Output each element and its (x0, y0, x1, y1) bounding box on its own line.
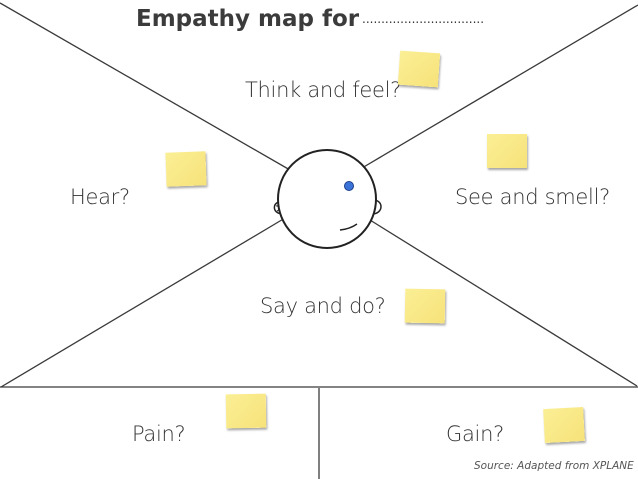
sticky-note-pain[interactable] (225, 393, 267, 429)
sticky-note-hear[interactable] (165, 151, 207, 187)
source-credit: Source: Adapted from XPLANE (474, 460, 634, 472)
divider-bottom-left (0, 217, 286, 388)
divider-top-left (0, 2, 291, 171)
divider-bottom-right (369, 219, 638, 387)
mouth-icon (339, 223, 358, 231)
label-pain: Pain? (132, 422, 186, 446)
label-think-feel: Think and feel? (245, 78, 402, 102)
head-icon (273, 149, 382, 249)
page-title: Empathy map for (136, 6, 360, 32)
label-gain: Gain? (446, 422, 504, 446)
title-blank: ................................ (362, 12, 485, 26)
divider-top-right (361, 4, 638, 169)
label-say-do: Say and do? (260, 294, 386, 318)
eye-icon (344, 181, 354, 191)
sticky-note-say-do[interactable] (404, 288, 446, 324)
label-see-smell: See and smell? (455, 185, 610, 209)
sticky-note-think-feel[interactable] (397, 50, 441, 88)
label-hear: Hear? (70, 185, 130, 209)
head-outline (277, 149, 377, 249)
sticky-note-gain[interactable] (543, 406, 585, 444)
sticky-note-see-smell[interactable] (487, 134, 527, 168)
